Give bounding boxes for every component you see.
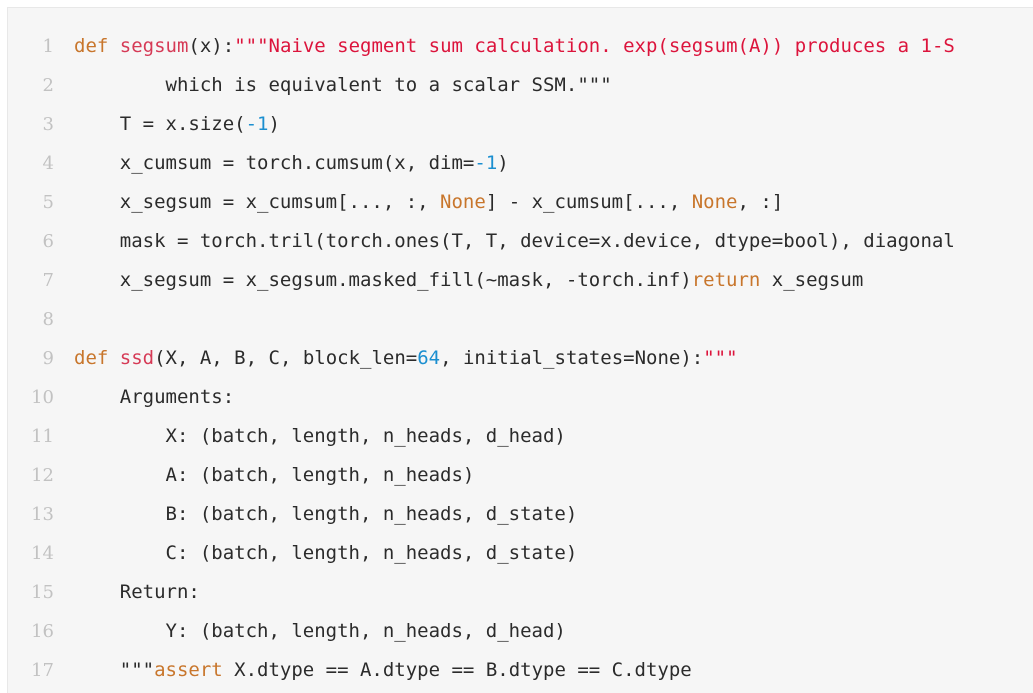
code-line: 2 which is equivalent to a scalar SSM.""… [8, 66, 1033, 105]
code-text: def segsum(x):"""Naive segment sum calcu… [74, 27, 955, 66]
code-text: def ssd(X, A, B, C, block_len=64, initia… [74, 339, 738, 378]
code-text: B: (batch, length, n_heads, d_state) [74, 495, 578, 534]
code-text: T = x.size(-1) [74, 105, 280, 144]
line-number: 8 [42, 309, 54, 330]
code-line: 5 x_segsum = x_cumsum[..., :, None] - x_… [8, 183, 1033, 222]
code-token-kw: None [691, 191, 738, 213]
code-token-plain: T = x.size( [74, 113, 246, 135]
code-text: mask = torch.tril(torch.ones(T, T, devic… [74, 222, 955, 261]
code-text: C: (batch, length, n_heads, d_state) [74, 534, 578, 573]
code-token-plain: ] - x_cumsum[..., [485, 191, 692, 213]
code-line: 1 def segsum(x):"""Naive segment sum calc… [8, 27, 1033, 66]
line-number: 15 [31, 582, 54, 603]
code-line: 10 Arguments: [8, 378, 1033, 417]
code-token-plain: which is equivalent to a scalar SSM.""" [74, 74, 612, 96]
code-token-plain: Return: [74, 581, 200, 603]
code-token-plain: X: (batch, length, n_heads, d_head) [74, 425, 566, 447]
code-block[interactable]: 1 def segsum(x):"""Naive segment sum calc… [7, 7, 1033, 693]
code-token-fn: segsum [119, 35, 189, 57]
code-text: x_segsum = x_segsum.masked_fill(~mask, -… [74, 261, 864, 300]
line-number: 5 [42, 192, 54, 213]
code-text: x_cumsum = torch.cumsum(x, dim=-1) [74, 144, 509, 183]
code-token-plain: (X, A, B, C, block_len= [154, 347, 418, 369]
code-text: which is equivalent to a scalar SSM.""" [74, 66, 612, 105]
code-token-plain: X.dtype == A.dtype == B.dtype == C.dtype [222, 659, 692, 681]
code-token-plain: x_segsum = x_cumsum[..., :, [74, 191, 441, 213]
code-text: X: (batch, length, n_heads, d_head) [74, 417, 566, 456]
code-token-plain: Y: (batch, length, n_heads, d_head) [74, 620, 566, 642]
code-token-kw: assert [154, 659, 223, 681]
code-token-plain: mask = torch.tril(torch.ones(T, T, devic… [74, 230, 955, 252]
code-line: 12 A: (batch, length, n_heads) [8, 456, 1033, 495]
code-line: 9 def ssd(X, A, B, C, block_len=64, initi… [8, 339, 1033, 378]
code-token-kw: None [440, 191, 486, 213]
code-token-plain: C: (batch, length, n_heads, d_state) [74, 542, 578, 564]
code-token-plain: """ [74, 659, 155, 681]
code-token-str: """ [703, 347, 738, 369]
code-token-kw: def [74, 35, 109, 57]
code-line: 7 x_segsum = x_segsum.masked_fill(~mask,… [8, 261, 1033, 300]
line-number: 9 [42, 348, 54, 369]
code-token-plain [108, 347, 119, 369]
code-lines: 1 def segsum(x):"""Naive segment sum calc… [8, 27, 1033, 690]
line-number: 10 [31, 387, 54, 408]
code-token-plain: , :] [737, 191, 784, 213]
code-token-num: -1 [245, 113, 269, 135]
code-token-kw: return [691, 269, 761, 291]
code-line: 17 """assert X.dtype == A.dtype == B.dty… [8, 651, 1033, 690]
line-number: 12 [31, 465, 54, 486]
code-line: 13 B: (batch, length, n_heads, d_state) [8, 495, 1033, 534]
code-token-num: -1 [474, 152, 498, 174]
line-number: 11 [31, 426, 54, 447]
line-number: 2 [42, 75, 54, 96]
code-text: Y: (batch, length, n_heads, d_head) [74, 612, 566, 651]
line-number: 7 [42, 270, 54, 291]
line-number: 6 [42, 231, 54, 252]
code-text: A: (batch, length, n_heads) [74, 456, 475, 495]
line-number: 16 [31, 621, 54, 642]
code-token-plain: (x): [188, 35, 235, 57]
code-line: 11 X: (batch, length, n_heads, d_head) [8, 417, 1033, 456]
line-number: 17 [31, 660, 54, 681]
code-line: 15 Return: [8, 573, 1033, 612]
code-token-str: """Naive segment sum calculation. exp(se… [234, 35, 955, 57]
code-token-plain: B: (batch, length, n_heads, d_state) [74, 503, 578, 525]
code-token-plain [108, 35, 119, 57]
code-line: 14 C: (batch, length, n_heads, d_state) [8, 534, 1033, 573]
code-line: 6 mask = torch.tril(torch.ones(T, T, dev… [8, 222, 1033, 261]
code-token-plain: Arguments: [74, 386, 235, 408]
code-token-fn: ssd [119, 347, 155, 369]
code-text: Arguments: [74, 378, 234, 417]
code-line: 16 Y: (batch, length, n_heads, d_head) [8, 612, 1033, 651]
code-token-plain: A: (batch, length, n_heads) [74, 464, 475, 486]
code-token-plain: ) [497, 152, 509, 174]
code-token-plain: x_segsum = x_segsum.masked_fill(~mask, -… [74, 269, 692, 291]
line-number: 3 [42, 114, 54, 135]
code-token-kw: def [74, 347, 109, 369]
line-number: 14 [31, 543, 54, 564]
code-token-num: 64 [417, 347, 441, 369]
line-number: 13 [31, 504, 54, 525]
code-line: 8 [8, 300, 1033, 339]
code-token-plain: , initial_states=None): [440, 347, 704, 369]
line-number: 1 [42, 36, 54, 57]
code-token-plain: ) [268, 113, 280, 135]
code-line: 3 T = x.size(-1) [8, 105, 1033, 144]
code-text: Return: [74, 573, 200, 612]
code-token-plain: x_cumsum = torch.cumsum(x, dim= [74, 152, 475, 174]
line-number: 4 [42, 153, 54, 174]
code-line: 4 x_cumsum = torch.cumsum(x, dim=-1) [8, 144, 1033, 183]
code-text: """assert X.dtype == A.dtype == B.dtype … [74, 651, 692, 690]
code-token-plain: x_segsum [760, 269, 864, 291]
code-text: x_segsum = x_cumsum[..., :, None] - x_cu… [74, 183, 784, 222]
